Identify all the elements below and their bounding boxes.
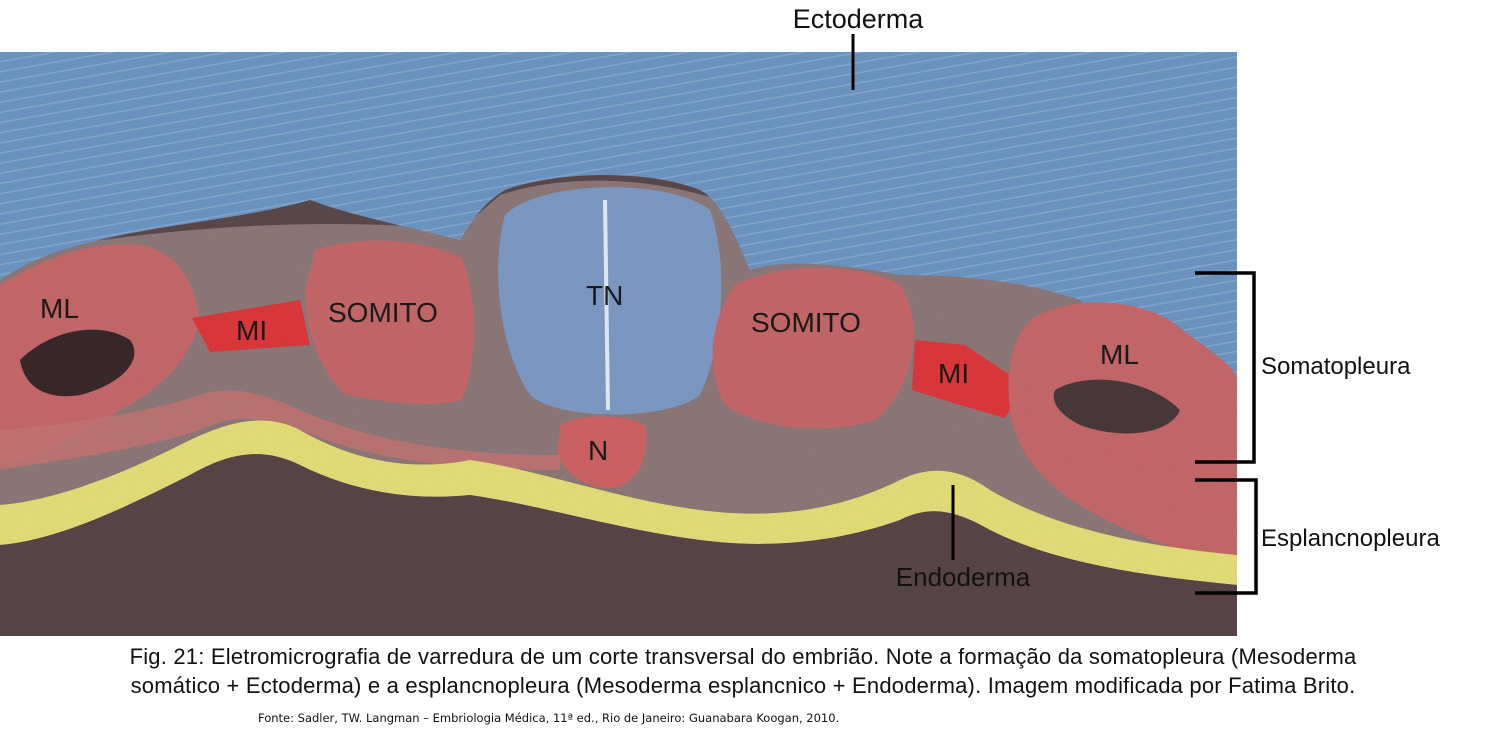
neural-tube-lumen — [603, 199, 610, 411]
label-mi-right: MI — [938, 358, 969, 389]
label-somito-left: SOMITO — [328, 297, 438, 328]
somite-right — [712, 267, 914, 429]
splanchnic-mesoderm-left — [0, 390, 560, 470]
notochord — [558, 416, 647, 489]
label-esplancnopleura: Esplancnopleura — [1261, 525, 1440, 552]
label-somatopleura: Somatopleura — [1261, 353, 1411, 380]
label-n: N — [588, 435, 608, 466]
intermediate-mesoderm-right — [912, 340, 1025, 418]
somatopleura-bracket — [1195, 271, 1256, 464]
label-somito-right: SOMITO — [751, 307, 861, 338]
caption-line-2: somático + Ectoderma) e a esplancnopleur… — [130, 673, 1356, 698]
label-ectoderma: Ectoderma — [793, 4, 925, 34]
caption-line-1: Fig. 21: Eletromicrografia de varredura … — [129, 644, 1357, 669]
intermediate-mesoderm-left — [192, 300, 310, 352]
label-ml-right: ML — [1100, 339, 1139, 370]
figure-caption: Fig. 21: Eletromicrografia de varredura … — [0, 642, 1486, 700]
ectoderm-texture — [0, 52, 1237, 390]
label-tn: TN — [586, 280, 623, 311]
neural-tube — [498, 187, 722, 415]
somite-left — [305, 240, 474, 405]
label-mi-left: MI — [236, 315, 267, 346]
endoderm-layer — [0, 420, 1237, 585]
micrograph — [0, 52, 1237, 636]
esplancnopleura-bracket — [1195, 478, 1258, 595]
lateral-mesoderm-right-cavity — [1053, 379, 1180, 434]
label-ml-left: ML — [40, 293, 79, 324]
label-endoderma: Endoderma — [896, 562, 1031, 592]
lateral-mesoderm-left-cavity — [20, 329, 135, 397]
yolk-sac-region — [0, 454, 1237, 636]
source-citation: Fonte: Sadler, TW. Langman – Embriologia… — [258, 711, 840, 725]
